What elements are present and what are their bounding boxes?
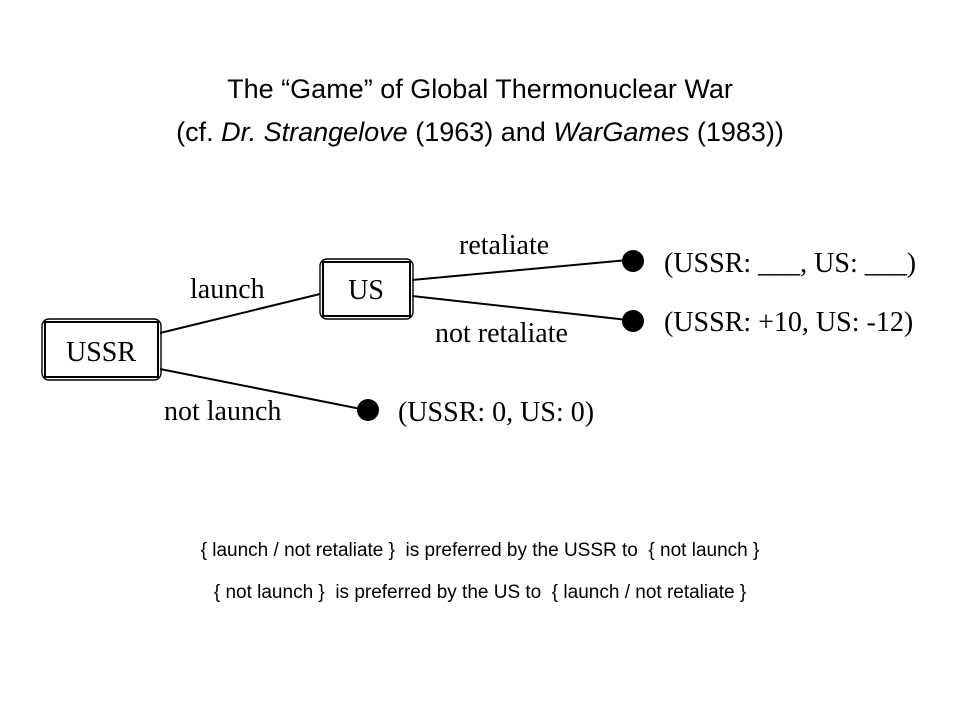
terminal-node-not-launch bbox=[357, 399, 379, 421]
edge-label-launch: launch bbox=[190, 274, 265, 305]
film-title-wargames: WarGames bbox=[553, 117, 690, 147]
film-title-strangelove: Dr. Strangelove bbox=[221, 117, 408, 147]
subtitle-prefix: (cf. bbox=[176, 117, 222, 147]
subtitle-year-1: (1963) and bbox=[407, 117, 554, 147]
node-ussr-label: USSR bbox=[66, 337, 136, 368]
payoff-retaliate: (USSR: ___, US: ___) bbox=[664, 248, 916, 279]
preference-statement-us: { not launch } is preferred by the US to… bbox=[213, 582, 747, 603]
terminal-node-not-retaliate bbox=[622, 310, 644, 332]
node-us: US bbox=[319, 258, 414, 320]
page-subtitle: (cf. Dr. Strangelove (1963) and WarGames… bbox=[0, 119, 960, 146]
edge-label-retaliate: retaliate bbox=[459, 230, 549, 261]
edge-label-not-launch: not launch bbox=[164, 396, 281, 427]
edge-retaliate bbox=[411, 259, 629, 281]
edge-not-retaliate bbox=[411, 295, 629, 321]
edge-not-launch bbox=[159, 368, 362, 410]
node-ussr: USSR bbox=[41, 318, 162, 381]
node-us-label: US bbox=[348, 275, 384, 306]
edge-launch bbox=[159, 293, 321, 334]
payoff-not-retaliate: (USSR: +10, US: -12) bbox=[664, 307, 913, 338]
page-title-line1: The “Game” of Global Thermonuclear War bbox=[227, 74, 733, 104]
payoff-not-launch: (USSR: 0, US: 0) bbox=[398, 397, 594, 428]
edge-label-not-retaliate: not retaliate bbox=[435, 318, 568, 349]
terminal-node-retaliate bbox=[622, 250, 644, 272]
preference-statement-ussr: { launch / not retaliate } is preferred … bbox=[200, 540, 760, 561]
subtitle-year-2: (1983)) bbox=[689, 117, 784, 147]
